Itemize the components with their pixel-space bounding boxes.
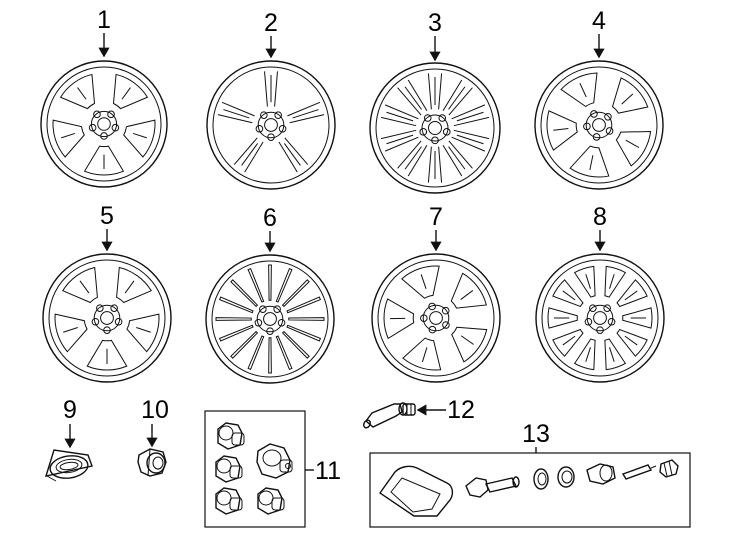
callout-12: 12 [447, 396, 475, 424]
wheel-5[interactable] [42, 253, 172, 383]
callout-2: 2 [264, 9, 278, 37]
lug-nut-kit-box-11[interactable] [204, 410, 306, 528]
center-cap-9[interactable] [44, 449, 93, 482]
wheel-4[interactable] [534, 60, 664, 190]
wheel-2[interactable] [206, 60, 336, 190]
wheel-6[interactable] [205, 254, 335, 384]
wheel-8[interactable] [535, 253, 665, 383]
callout-8: 8 [593, 203, 607, 231]
callout-7: 7 [429, 203, 443, 231]
callout-13: 13 [522, 420, 550, 448]
wheel-7[interactable] [371, 253, 501, 383]
lug-nut-10[interactable] [137, 448, 167, 477]
callout-1: 1 [97, 6, 111, 34]
tpms-kit-parts [379, 459, 679, 517]
lug-nut-kit-parts [215, 422, 293, 515]
callout-10: 10 [141, 396, 169, 424]
callout-4: 4 [592, 7, 606, 35]
callout-9: 9 [63, 396, 77, 424]
callout-11: 11 [315, 457, 341, 485]
callout-5: 5 [100, 202, 114, 230]
callout-6: 6 [263, 204, 277, 232]
callout-3: 3 [428, 9, 442, 37]
valve-stem-12[interactable] [362, 402, 416, 429]
wheel-1[interactable] [40, 60, 168, 188]
wheel-3[interactable] [369, 62, 501, 194]
tpms-kit-box-13[interactable] [369, 452, 691, 528]
